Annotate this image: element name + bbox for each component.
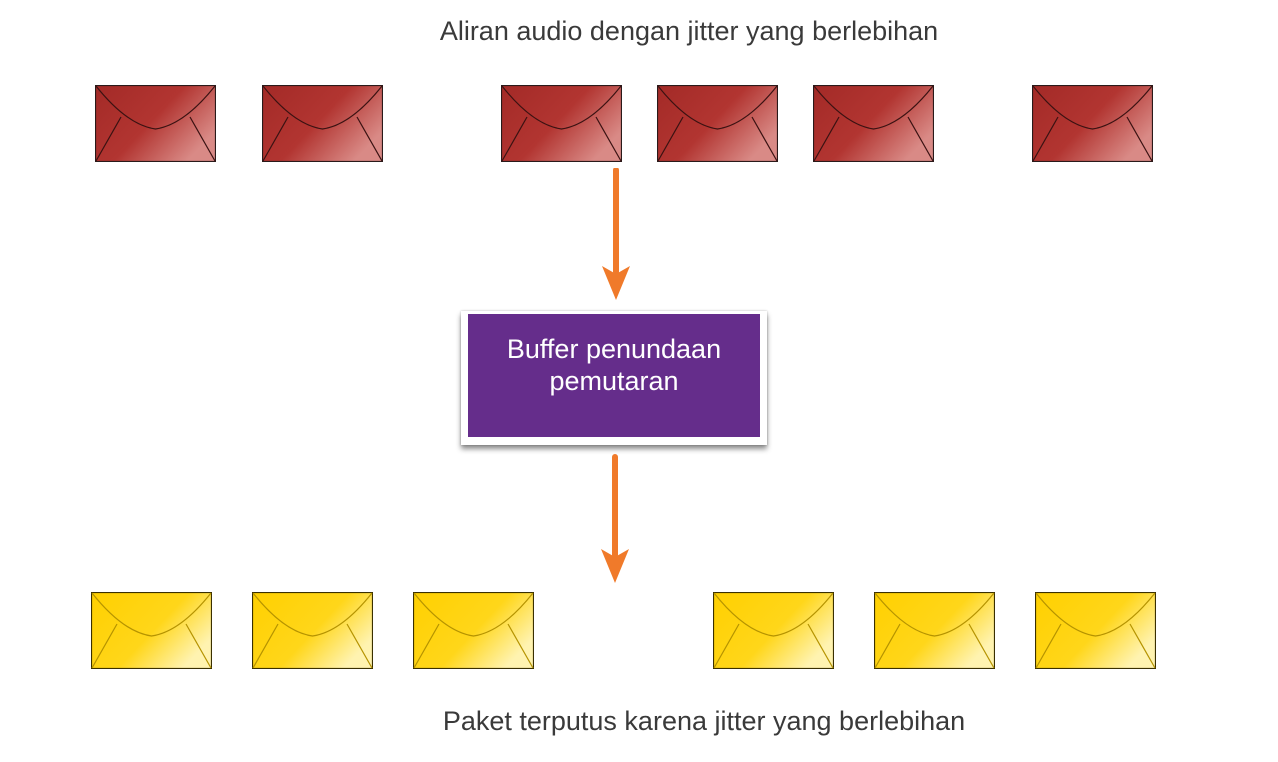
yellow-envelope-icon — [413, 592, 534, 669]
yellow-envelope-icon — [91, 592, 212, 669]
buffer-label: Buffer penundaan pemutaran — [506, 333, 722, 396]
red-envelope-icon — [262, 85, 383, 162]
yellow-envelope-icon — [1035, 592, 1156, 669]
yellow-envelope-icon — [252, 592, 373, 669]
red-envelope-icon — [813, 85, 934, 162]
yellow-envelope-icon — [874, 592, 995, 669]
buffer-panel: Buffer penundaan pemutaran — [468, 314, 760, 437]
playout-delay-buffer: Buffer penundaan pemutaran — [461, 311, 767, 445]
top-caption: Aliran audio dengan jitter yang berlebih… — [439, 16, 939, 46]
red-envelope-icon — [657, 85, 778, 162]
down-arrow-icon — [596, 168, 636, 302]
red-envelope-icon — [501, 85, 622, 162]
red-envelope-icon — [95, 85, 216, 162]
yellow-envelope-icon — [713, 592, 834, 669]
red-envelope-icon — [1032, 85, 1153, 162]
bottom-caption: Paket terputus karena jitter yang berleb… — [442, 706, 966, 736]
down-arrow-icon — [595, 453, 635, 585]
